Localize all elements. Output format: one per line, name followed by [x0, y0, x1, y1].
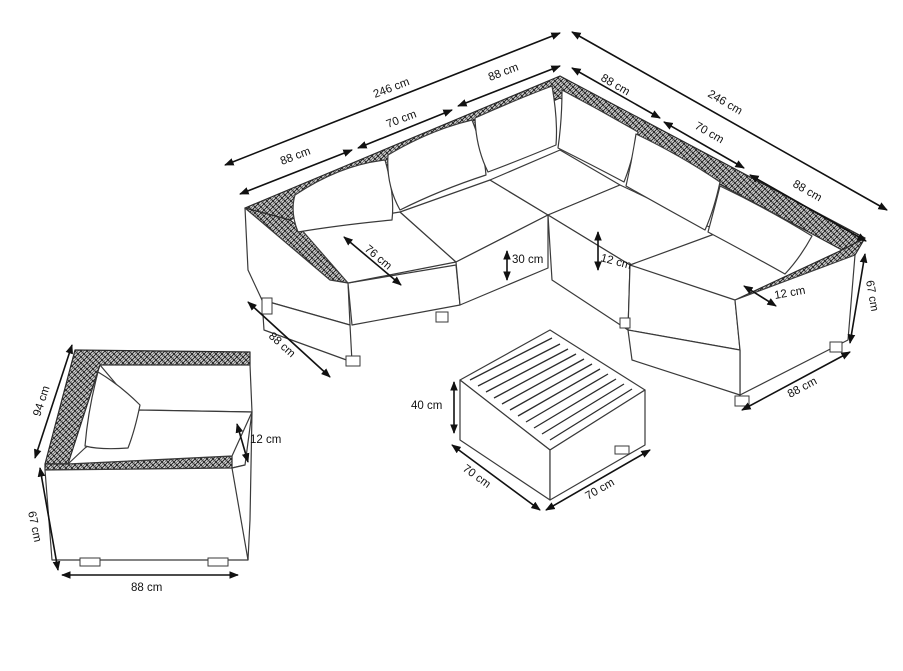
label-total-left: 246 cm — [372, 76, 412, 101]
back-cushion-1 — [292, 159, 394, 233]
armchair-back-cushion — [84, 371, 141, 450]
label-arm-12: 12 cm — [773, 285, 806, 302]
dim-line-table-depth — [451, 444, 541, 511]
label-seat-height: 30 cm — [512, 254, 543, 266]
dim-line-height-right — [847, 253, 868, 344]
sofa-seat-front-mid — [455, 214, 549, 306]
dim-line-88-right — [571, 67, 661, 119]
label-88-left: 88 cm — [279, 145, 313, 167]
armchair-foot — [79, 557, 101, 567]
label-bottom-right: 88 cm — [786, 375, 819, 400]
label-70-left: 70 cm — [385, 108, 419, 130]
dim-line-70-right — [663, 121, 745, 169]
table-foot — [614, 445, 630, 455]
coffee-table — [459, 329, 646, 501]
sofa-foot — [261, 297, 273, 315]
dim-line-chair-94 — [34, 344, 73, 459]
sofa-foot — [345, 355, 361, 367]
sofa-foot — [619, 317, 631, 329]
armchair-right-side — [231, 411, 253, 561]
label-table-depth: 70 cm — [460, 463, 492, 491]
sofa-foot — [829, 341, 843, 353]
dim-line-bottom-right — [741, 351, 851, 411]
label-chair-12: 12 cm — [250, 434, 281, 446]
dim-line-70-left — [357, 109, 453, 149]
label-chair-88: 88 cm — [131, 582, 162, 594]
dim-line-left-depth — [247, 301, 331, 378]
dim-line-total-left — [224, 32, 561, 166]
dim-line-88-left — [239, 149, 353, 195]
armchair-front — [44, 464, 249, 561]
label-88-mid: 88 cm — [487, 61, 521, 83]
label-table-width: 70 cm — [584, 477, 617, 503]
label-total-right: 246 cm — [706, 88, 745, 117]
dim-line-arm-12 — [743, 285, 777, 307]
dim-line-88-mid — [457, 65, 561, 107]
label-chair-67: 67 cm — [25, 510, 43, 543]
dim-line-chair-67 — [37, 467, 61, 571]
dim-line-seat-depth — [343, 236, 402, 286]
label-height-right: 67 cm — [863, 279, 880, 312]
armchair-foot — [207, 557, 229, 567]
table-slats — [469, 337, 633, 441]
sofa-foot — [734, 395, 750, 407]
dim-line-88-far-right — [749, 174, 867, 242]
label-88-right: 88 cm — [599, 72, 632, 98]
sofa-right-module-base — [627, 329, 741, 396]
sofa-foot — [435, 311, 449, 323]
dimension-lines — [34, 31, 888, 579]
label-table-40: 40 cm — [411, 400, 442, 412]
dim-line-chair-12 — [235, 423, 250, 463]
label-70-right: 70 cm — [693, 120, 726, 146]
armchair — [44, 349, 253, 567]
dim-line-table-width — [545, 449, 651, 511]
